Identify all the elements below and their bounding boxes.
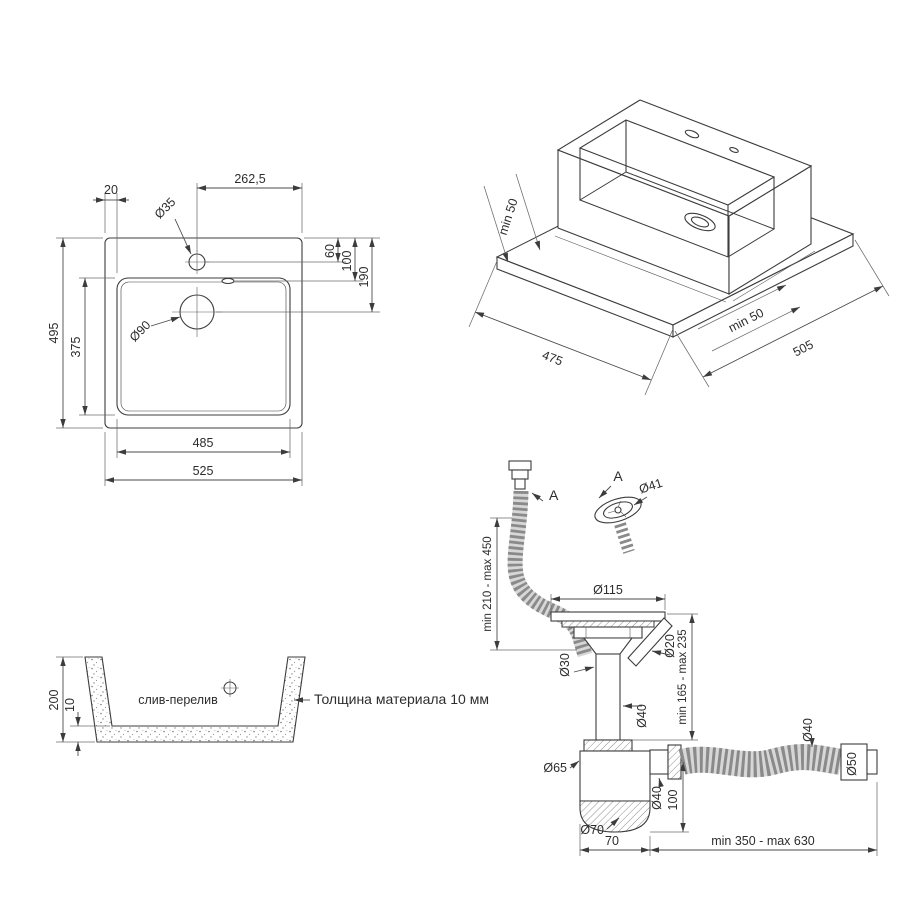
sink-section-profile <box>84 656 306 743</box>
view-siphon: A Ø41 A min 210 - max 450 Ø115 Ø30 Ø20 m… <box>482 460 878 856</box>
overflow-hole-iso <box>729 146 739 154</box>
overflow-head-stub <box>614 522 635 554</box>
dim-65: Ø65 <box>543 761 567 775</box>
dim-40-hose: Ø40 <box>801 718 815 742</box>
dim-70-diameter: Ø70 <box>580 823 604 837</box>
dim-41: Ø41 <box>637 476 664 497</box>
dim-525: 525 <box>193 464 214 478</box>
dim-50: Ø50 <box>845 752 859 776</box>
strainer-gasket <box>561 620 655 628</box>
overflow-label: слив-перелив <box>138 693 218 707</box>
dim-115: Ø115 <box>593 583 623 597</box>
dim-hose-range: min 210 - max 450 <box>482 536 494 631</box>
strainer-nut <box>573 626 643 639</box>
dim-200: 200 <box>47 690 61 711</box>
view-top-plan: 20 262,5 Ø35 60 100 190 495 375 Ø90 <box>47 172 380 486</box>
dim-100: 100 <box>340 251 354 272</box>
overflow-hole <box>221 277 235 285</box>
dim-40-tail: Ø40 <box>635 704 649 728</box>
overflow-connector <box>508 460 532 471</box>
trap-cup <box>579 800 651 833</box>
dim-475: 475 <box>540 348 565 369</box>
dim-faucet-diameter: Ø35 <box>152 195 179 222</box>
dim-20-branch: Ø20 <box>663 634 677 658</box>
dim-262-5: 262,5 <box>234 172 265 186</box>
view-a-label-hose: A <box>549 487 559 503</box>
dim-505: 505 <box>791 337 816 359</box>
strainer-flange <box>550 611 666 622</box>
dim-20: 20 <box>104 183 118 197</box>
outlet-corrugated-hose <box>678 744 844 778</box>
material-note: Толщина материала 10 мм <box>314 691 489 707</box>
hose-end-cuff <box>840 743 868 781</box>
dim-60: 60 <box>323 244 337 258</box>
dim-10: 10 <box>63 698 77 712</box>
overflow-corrugated-hose <box>507 490 593 658</box>
dim-100: 100 <box>666 790 680 811</box>
faucet-hole-iso <box>684 129 700 139</box>
dim-min50-right: min 50 <box>726 306 766 336</box>
dim-min50-left: min 50 <box>496 197 521 237</box>
dim-190: 190 <box>357 267 371 288</box>
trap-outlet <box>649 749 669 775</box>
view-a-label-top: A <box>613 468 623 484</box>
trap-body <box>579 750 651 802</box>
view-cross-section: слив-перелив Толщина материала 10 мм 200… <box>47 656 489 756</box>
overflow-branch-pipe <box>627 617 673 667</box>
tail-pipe <box>595 653 621 741</box>
sink-bowl-rim-line <box>120 281 287 412</box>
trap-top-nut <box>583 739 633 752</box>
dim-485: 485 <box>193 436 214 450</box>
dim-375: 375 <box>69 337 83 358</box>
dim-tail-range: min 165 - max 235 <box>677 629 689 724</box>
dim-horiz-range: min 350 - max 630 <box>711 834 815 848</box>
view-isometric: min 50 min 50 475 505 <box>468 99 890 396</box>
dim-70-width: 70 <box>605 834 619 848</box>
dim-40-outlet: Ø40 <box>650 786 664 810</box>
dim-495: 495 <box>47 323 61 344</box>
dim-30: Ø30 <box>558 653 572 677</box>
